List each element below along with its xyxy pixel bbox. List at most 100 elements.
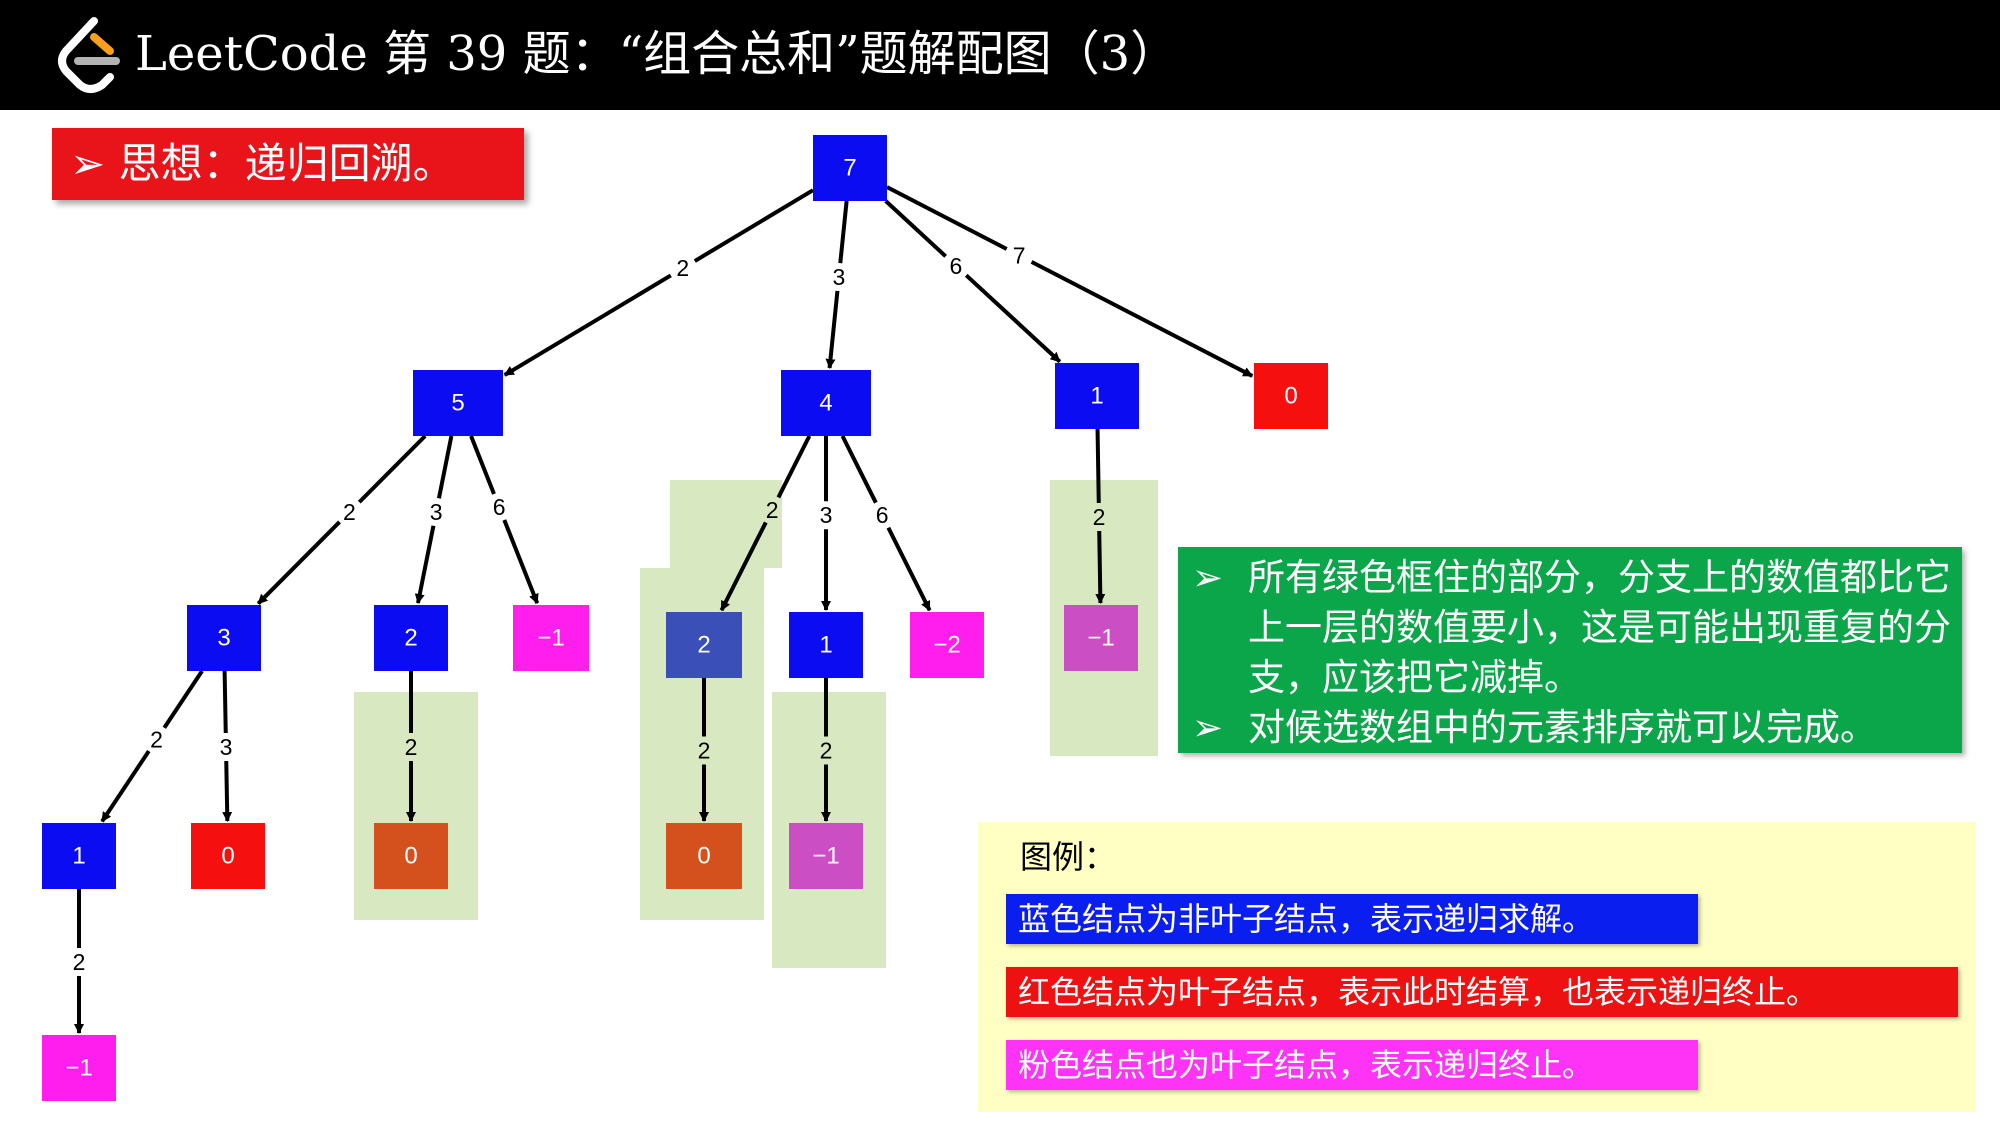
- node-box: [813, 135, 887, 201]
- bullet-arrow-icon: ➢: [1192, 556, 1224, 599]
- tree-edge: 2: [698, 678, 711, 822]
- edge-label: 2: [150, 726, 163, 752]
- node-value: −1: [1087, 625, 1114, 652]
- node-value: 7: [843, 155, 856, 182]
- tree-node: 7: [813, 135, 887, 201]
- node-box: [910, 612, 984, 678]
- edge-label: 7: [1013, 242, 1026, 268]
- node-box: [1064, 605, 1138, 671]
- tree-edge: 2: [1093, 428, 1106, 605]
- node-box: [789, 612, 863, 678]
- note-text: 对候选数组中的元素排序就可以完成。: [1248, 706, 1877, 749]
- edge-line: [693, 188, 815, 263]
- node-box: [42, 823, 116, 889]
- edge-label: 2: [698, 738, 711, 764]
- edge-line: [840, 435, 878, 504]
- tree-node: −2: [910, 612, 984, 678]
- bullet-arrow-icon: ➢: [1192, 706, 1224, 749]
- note-text: 所有绿色框住的部分，分支上的数值都比它上一层的数值要小，这是可能出现重复的分支，…: [1248, 556, 1951, 699]
- tree-edge: 2: [405, 671, 418, 822]
- tree-edge: 6: [840, 435, 932, 612]
- tree-node: 0: [191, 823, 265, 889]
- legend-title: 图例：: [1020, 838, 1117, 876]
- tree-node: 0: [666, 823, 742, 889]
- edge-line: [838, 200, 849, 264]
- node-value: 1: [72, 843, 85, 870]
- edge-arrow: [414, 525, 436, 605]
- tree-edge: 3: [220, 670, 233, 823]
- legend-item-pink: 粉色结点也为叶子结点，表示递归终止。: [1006, 1040, 1698, 1090]
- tree-node: 4: [781, 370, 871, 436]
- edge-line: [222, 670, 228, 734]
- legend: 图例： 蓝色结点为非叶子结点，表示递归求解。 红色结点为叶子结点，表示此时结算，…: [978, 822, 1976, 1112]
- page-title: LeetCode 第 39 题：“组合总和”题解配图（3）: [135, 26, 1179, 82]
- node-value: 1: [1090, 383, 1103, 410]
- bullet-arrow-icon: ➢: [70, 139, 106, 188]
- edge-label: 6: [950, 253, 963, 279]
- node-value: 2: [404, 625, 417, 652]
- tree-node: −1: [789, 823, 863, 889]
- tree-node: −1: [1064, 605, 1138, 671]
- tree-node: 5: [413, 370, 503, 436]
- edge-line: [469, 435, 496, 495]
- tree-edge: 2: [73, 889, 85, 1034]
- edge-arrow: [256, 520, 341, 605]
- idea-banner: ➢ 思想：递归回溯。: [52, 128, 524, 200]
- edge-arrow: [222, 760, 233, 823]
- leetcode-logo-icon: [58, 17, 120, 93]
- node-value: 0: [221, 843, 234, 870]
- tree-node: −1: [513, 605, 589, 671]
- edge-label: 6: [493, 494, 506, 520]
- edge-arrow: [1030, 260, 1254, 378]
- node-value: −1: [812, 843, 839, 870]
- tree-edge: 6: [469, 435, 540, 605]
- node-box: [1055, 363, 1139, 429]
- tree-node: 2: [374, 605, 448, 671]
- edge-arrow: [825, 290, 840, 370]
- edge-label: 3: [832, 264, 845, 290]
- edge-arrow: [1095, 530, 1106, 605]
- edge-line: [162, 669, 204, 729]
- edge-arrow: [503, 273, 672, 377]
- tree-edge: 7: [886, 185, 1254, 378]
- edge-label: 2: [676, 255, 689, 281]
- edge-arrow: [964, 273, 1062, 364]
- tree-node: 2: [666, 612, 742, 678]
- edge-label: 3: [820, 502, 833, 528]
- idea-text: 思想：递归回溯。: [118, 139, 455, 188]
- node-value: −2: [933, 632, 960, 659]
- node-value: 2: [697, 632, 710, 659]
- node-box: [191, 823, 265, 889]
- title-bar: LeetCode 第 39 题：“组合总和”题解配图（3）: [0, 0, 2000, 110]
- edge-arrow: [502, 519, 540, 605]
- edge-arrow: [886, 526, 932, 612]
- tree-node: 1: [1055, 363, 1139, 429]
- edge-label: 2: [766, 497, 779, 523]
- node-value: 5: [451, 390, 464, 417]
- node-value: 1: [819, 632, 832, 659]
- edge-line: [884, 199, 948, 258]
- tree-edge: 2: [100, 669, 204, 823]
- edge-label: 2: [1093, 504, 1106, 530]
- edge-label: 3: [220, 734, 233, 760]
- node-box: [513, 605, 589, 671]
- tree-edge: 2: [719, 435, 812, 612]
- edge-label: 2: [343, 499, 356, 525]
- node-value: −1: [65, 1055, 92, 1082]
- node-value: 4: [819, 390, 832, 417]
- tree-edge: 3: [414, 435, 454, 605]
- tree-edge: 2: [256, 434, 427, 605]
- edge-label: 2: [820, 738, 833, 764]
- edge-arrow: [100, 749, 151, 823]
- edge-line: [776, 435, 812, 499]
- edge-label: 2: [405, 734, 418, 760]
- node-box: [42, 1035, 116, 1101]
- tree-node: 1: [789, 612, 863, 678]
- edge-line: [886, 185, 1008, 251]
- tree-node: 0: [1254, 363, 1328, 429]
- edge-arrow: [719, 521, 768, 612]
- node-box: [781, 370, 871, 436]
- tree-edge: 3: [825, 200, 849, 370]
- tree-node: −1: [42, 1035, 116, 1101]
